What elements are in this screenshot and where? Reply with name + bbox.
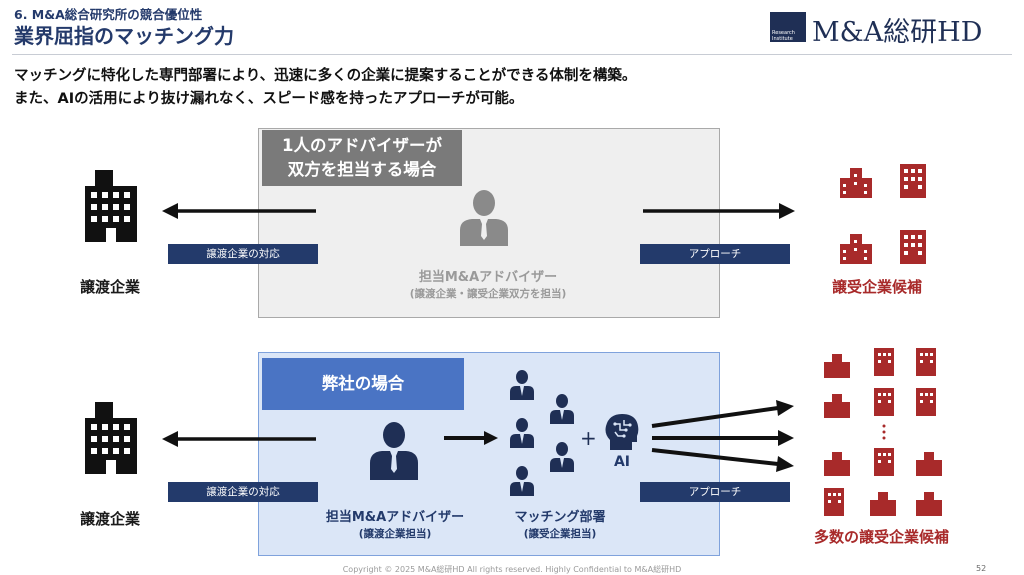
advisor-person-icon [460, 190, 508, 246]
approach-tag-top: アプローチ [640, 244, 790, 264]
arrow-right-icon [444, 431, 498, 445]
arrow-left-icon [162, 431, 316, 447]
logo-mark-text-1: Research [772, 30, 795, 36]
advisor-name-bottom: 担当M&Aアドバイザー [325, 510, 465, 525]
buyer-label-bottom: 多数の譲受企業候補 [814, 528, 950, 546]
arrow-right-icon [643, 203, 795, 219]
arrow-left-icon [162, 203, 316, 219]
advisor-sub-top: (譲渡企業・譲受企業双方を担当) [409, 288, 567, 300]
seller-response-tag-bottom: 譲渡企業の対応 [168, 482, 318, 502]
ai-head-icon [605, 414, 639, 450]
title-divider [12, 54, 1012, 55]
single-advisor-label: 1人のアドバイザーが 双方を担当する場合 [262, 130, 462, 186]
seller-label-top: 譲渡企業 [80, 278, 141, 296]
team-sub: (譲受企業担当) [523, 528, 597, 540]
advisor-sub-bottom: (譲渡企業担当) [358, 528, 432, 540]
many-buyer-buildings-icon [824, 348, 942, 516]
our-company-label: 弊社の場合 [262, 358, 464, 410]
footer-copyright: Copyright © 2025 M&A総研HD All rights rese… [342, 565, 682, 574]
logo-mark: Research Institute [770, 12, 806, 42]
logo-text: M&A総研HD [812, 17, 983, 48]
logo-mark-text-2: Institute [772, 36, 793, 42]
lead-line-1: マッチングに特化した専門部署により、迅速に多くの企業に提案することができる体制を… [14, 68, 637, 84]
company-logo: Research Institute M&A総研HD [770, 10, 1014, 48]
buyer-label-top: 譲受企業候補 [832, 278, 923, 296]
seller-response-tag-top: 譲渡企業の対応 [168, 244, 318, 264]
seller-label-bottom: 譲渡企業 [80, 510, 141, 528]
ai-label: AI [613, 454, 631, 470]
advisor-name-top: 担当M&Aアドバイザー [418, 270, 558, 285]
plus-sign: + [580, 426, 597, 450]
page-title: 業界屈指のマッチング力 [14, 24, 234, 48]
team-name: マッチング部署 [514, 510, 606, 525]
section-label: 6. M&A総合研究所の競合優位性 [14, 7, 203, 22]
single-advisor-label-line1: 1人のアドバイザーが [282, 136, 442, 155]
page-number: 52 [976, 564, 987, 573]
seller-building-icon [85, 170, 137, 242]
matching-team-icon [510, 370, 574, 496]
buyer-buildings-icon [840, 164, 926, 264]
seller-building-icon [85, 402, 137, 474]
advisor-person-icon [370, 422, 418, 480]
lead-line-2: また、AIの活用により抜け漏れなく、スピード感を持ったアプローチが可能。 [14, 91, 524, 107]
approach-tag-bottom: アプローチ [640, 482, 790, 502]
approach-arrows-icon [651, 400, 794, 472]
single-advisor-label-line2: 双方を担当する場合 [287, 160, 437, 179]
